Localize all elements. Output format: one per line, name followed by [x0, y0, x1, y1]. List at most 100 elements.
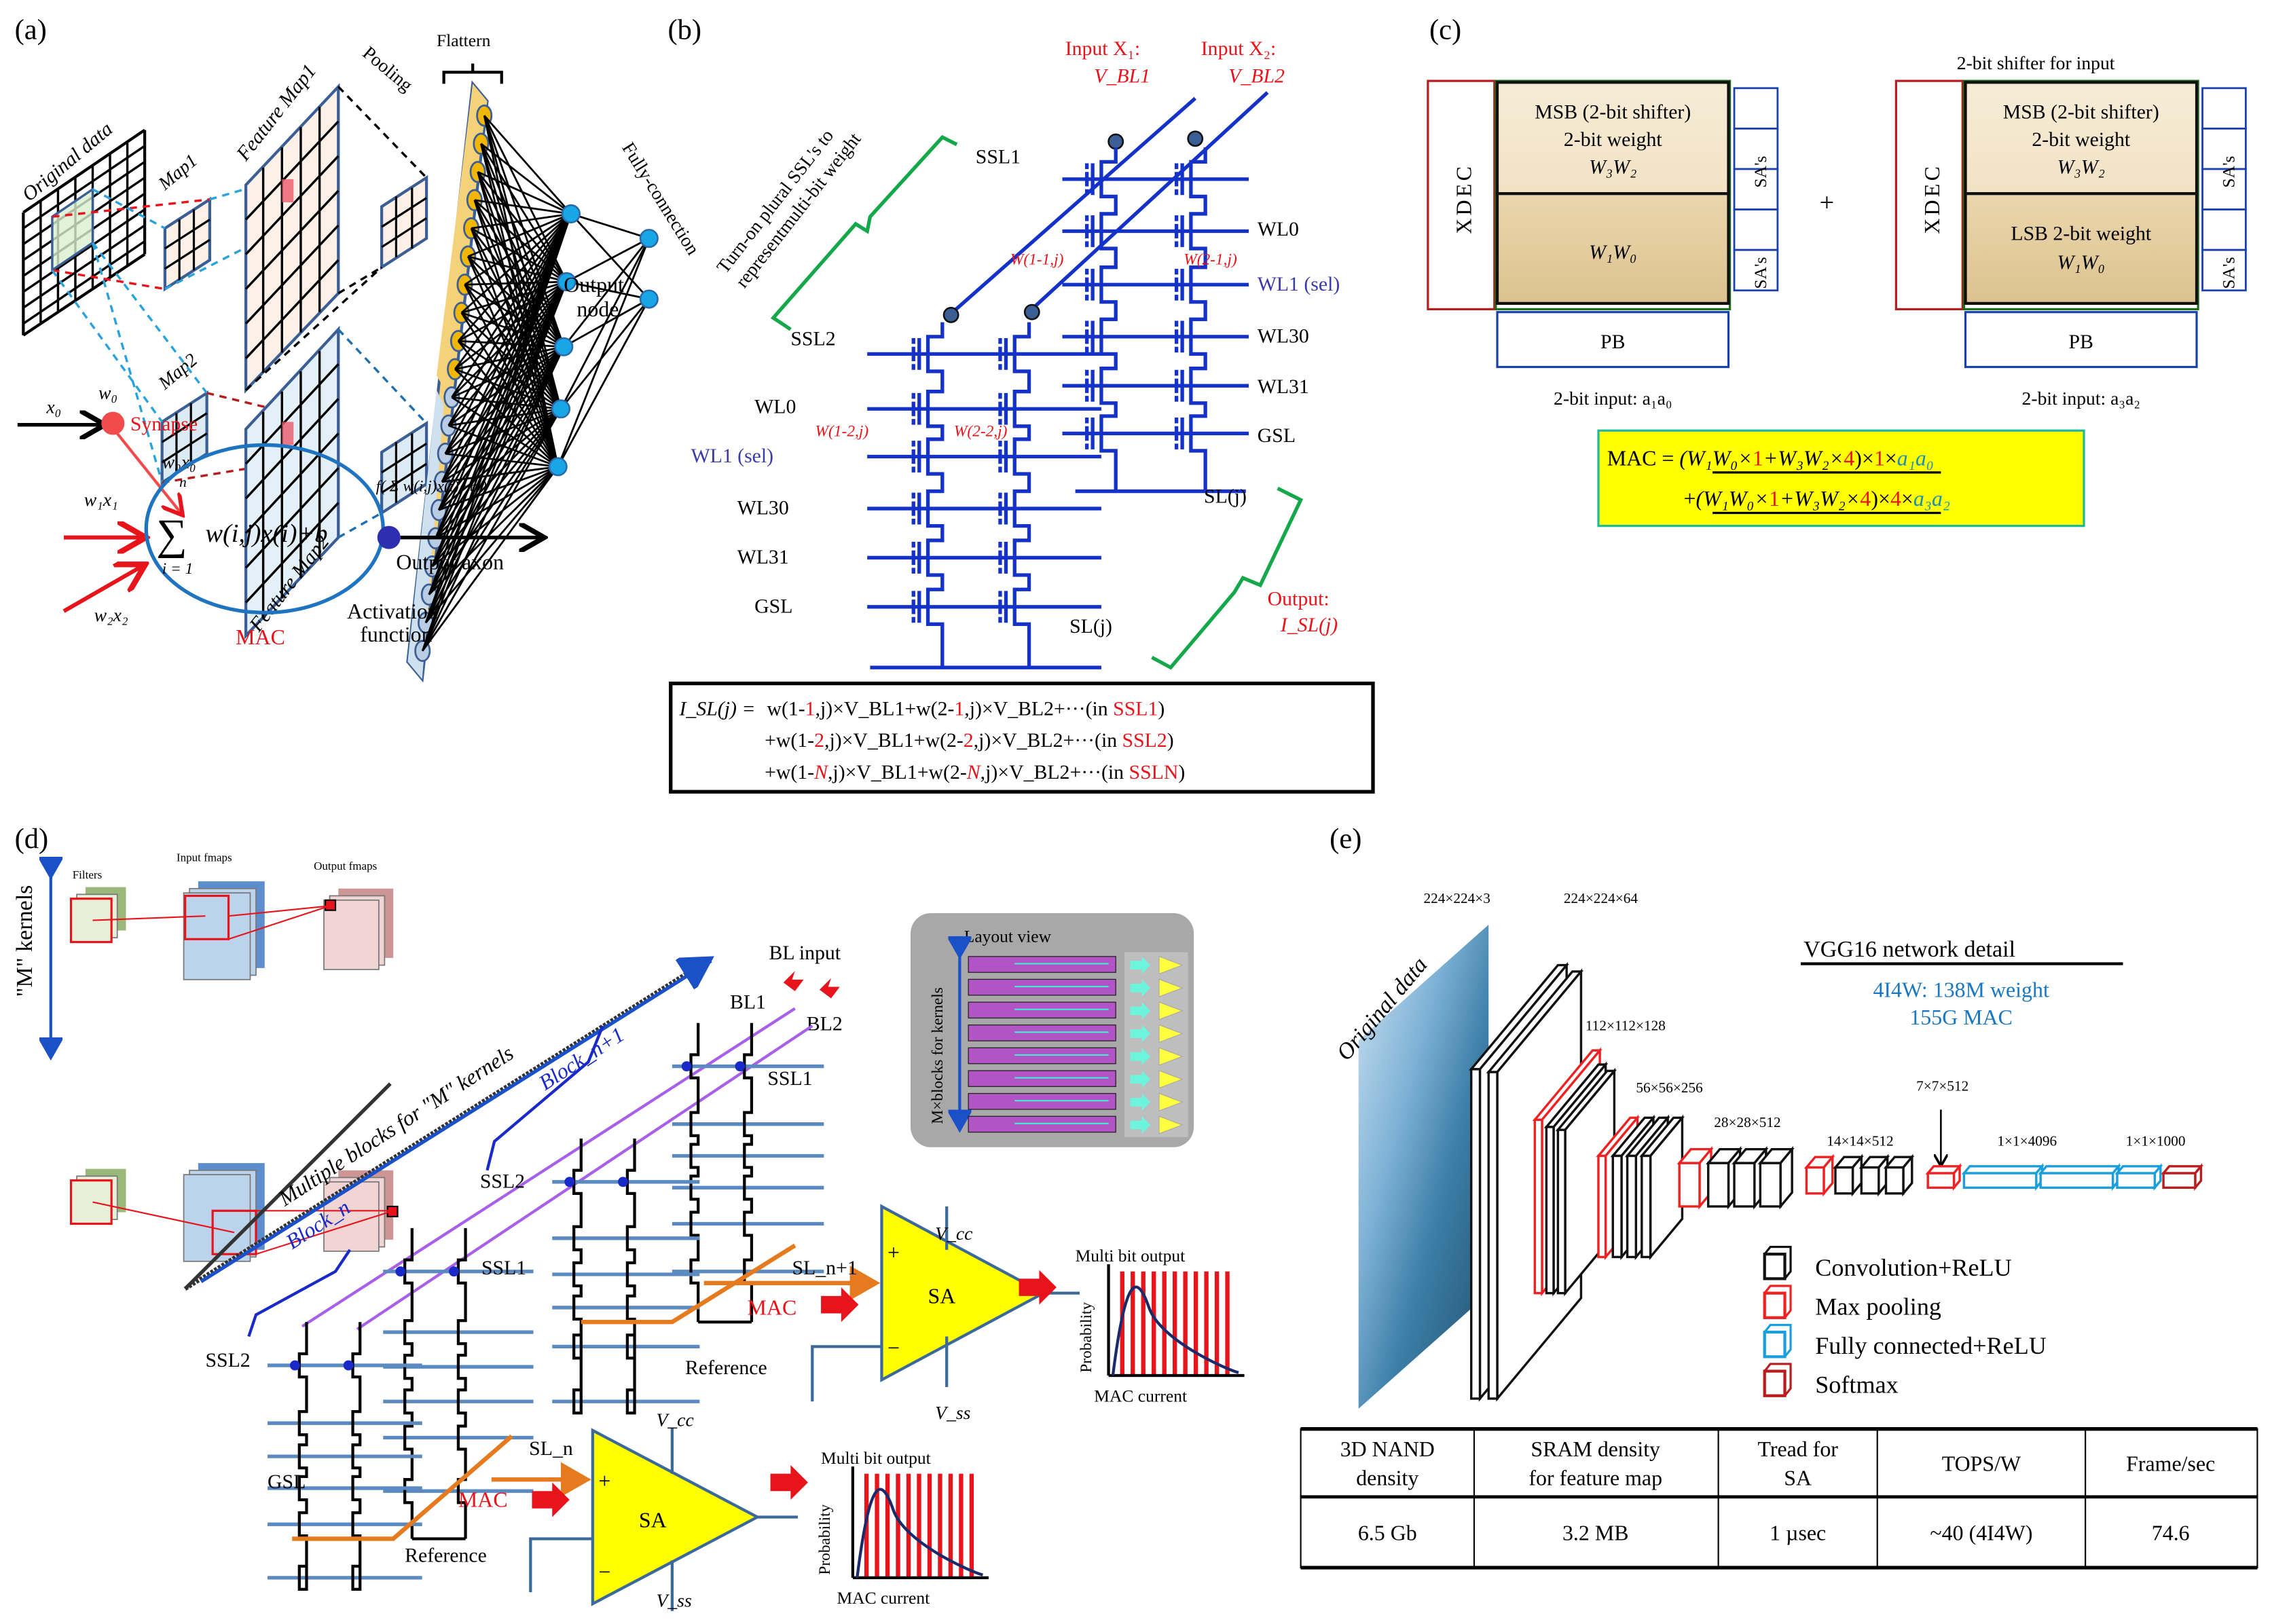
hist-axes — [1107, 1264, 1245, 1378]
weight-w12: W(1-2,j) — [816, 423, 869, 441]
fc-edge — [483, 115, 572, 215]
legend-label: Fully connected+ReLU — [1815, 1332, 2047, 1359]
msb-text-1: MSB (2-bit shifter) — [1535, 101, 1691, 124]
legend-swatch-back — [1763, 1323, 1792, 1358]
fully-connection-label: Fully-connection — [618, 139, 704, 259]
fc-edge — [457, 213, 572, 342]
table-cell: 6.5 Gb — [1358, 1521, 1417, 1545]
array-block-right: XDEC MSB (2-bit shifter) 2-bit weight W₃… — [1894, 79, 2247, 409]
vss-label: V_ss — [656, 1589, 691, 1610]
msb-text-3: W₃W₂ — [2057, 155, 2105, 178]
layout-sa — [1158, 1115, 1184, 1134]
fc-edge — [560, 238, 651, 409]
pb-label: PB — [1600, 331, 1625, 353]
layout-view-label: Layout view — [964, 927, 1052, 946]
input-label: 2-bit input: a₃a₂ — [2022, 388, 2140, 409]
conv-link — [228, 905, 330, 917]
layer-front — [1962, 1172, 2038, 1189]
ssl-contact — [564, 1177, 575, 1187]
table-header: 3D NAND — [1340, 1437, 1435, 1461]
hist-bar — [1172, 1271, 1177, 1376]
m-kernels-label: "M" kernels — [12, 885, 37, 997]
table-cell: 1 µsec — [1770, 1521, 1826, 1545]
hist-bar — [875, 1473, 879, 1578]
legend-item: Softmax — [1763, 1363, 1899, 1399]
vcc-label: V_cc — [935, 1223, 972, 1244]
fc-edge — [560, 298, 650, 410]
xdec-box — [1427, 79, 1496, 311]
eq-line-3: +w(1-N,j)×V_BL1+w(2-N,j)×V_BL2+···(in SS… — [765, 761, 1185, 783]
vcc-label: V_cc — [656, 1409, 693, 1430]
hist-bar — [1131, 1271, 1135, 1376]
vgg-line-1: 4I4W: 138M weight — [1873, 978, 2049, 1001]
w1x1-label: w₁x₁ — [84, 489, 118, 510]
dim-label: 112×112×128 — [1586, 1017, 1666, 1033]
fc-edge — [437, 213, 572, 511]
map1-label: Map1 — [153, 149, 201, 194]
table-header: SA — [1784, 1466, 1812, 1490]
layer-front — [1626, 1154, 1638, 1259]
flattern-bracket — [442, 63, 503, 84]
d-bitlines — [301, 1007, 813, 1331]
table-header: for feature map — [1528, 1466, 1662, 1490]
fc-edge — [451, 281, 568, 399]
ssl-bracket — [770, 134, 958, 331]
msb-text-1: MSB (2-bit shifter) — [2003, 101, 2159, 124]
nand-string — [689, 1022, 700, 1323]
pooling-label: Pooling — [359, 42, 417, 96]
multi-bit-output-label: Multi bit output — [1076, 1246, 1186, 1266]
layer-front — [1707, 1162, 1730, 1208]
mac-line-1: MAC = (W₁W₀×1+W₃W₂×4)×1×a₁a₀ — [1607, 446, 1934, 470]
original-data-grid — [22, 128, 147, 337]
input-x2-label: Input X₂: — [1201, 37, 1276, 60]
dim-label: 28×28×512 — [1714, 1114, 1780, 1130]
mac-arrow-icon — [532, 1482, 570, 1517]
dim-label: 7×7×512 — [1916, 1078, 1968, 1094]
pooling-connectors — [244, 86, 428, 539]
synapse-dot — [101, 411, 125, 435]
fc-edge — [471, 213, 572, 229]
dim-label: 14×14×512 — [1827, 1133, 1893, 1149]
nand-string — [572, 1138, 583, 1415]
legend-swatch — [1763, 1330, 1787, 1359]
m-blocks-label: M×blocks for kernels — [929, 987, 947, 1124]
fc-edge — [431, 213, 572, 567]
ssl2-label: SSL2 — [790, 328, 835, 350]
fc-edge — [570, 213, 650, 240]
fc-edge — [454, 280, 568, 370]
panel-e: (e) Original data 224×224×3 224×224×64 1… — [1300, 823, 2258, 1570]
layout-sa — [1158, 1092, 1184, 1111]
fc-edge — [477, 170, 572, 215]
layout-sa-panel — [1124, 952, 1188, 1137]
ssl1-label: SSL1 — [976, 145, 1021, 168]
layer-front — [1759, 1162, 1782, 1208]
vss-label: V_ss — [935, 1402, 970, 1423]
hist-bar — [1183, 1271, 1188, 1376]
layer-front — [1926, 1172, 1956, 1189]
lsb-array — [1964, 192, 2199, 306]
output-node-label-2: node — [576, 297, 619, 321]
output-node-label-1: Output — [564, 273, 624, 297]
fc-edge — [474, 199, 572, 215]
pb-label: PB — [2069, 331, 2093, 353]
legend-swatch — [1763, 1291, 1787, 1319]
fmap-front — [183, 892, 251, 980]
hist-bar — [969, 1473, 974, 1578]
sa-label-bottom: SA's — [1751, 257, 1770, 289]
ssl2-upper-label: SSL2 — [480, 1170, 525, 1192]
nand-string — [1189, 147, 1207, 492]
panel-b: (b) Input X₁: V_BL1 Input X₂: V_BL2 Turn… — [667, 14, 1375, 794]
ssl2-lower-label: SSL2 — [205, 1349, 250, 1371]
wl-label: WL30 — [737, 497, 789, 519]
ssl-contact — [681, 1061, 692, 1071]
conv-stacks — [69, 881, 399, 1262]
vgg-title: VGG16 network detail — [1803, 937, 2015, 962]
layer-front — [1834, 1166, 1854, 1195]
bit-lines — [948, 91, 1269, 316]
table-header: SRAM density — [1531, 1437, 1660, 1461]
mac-label: MAC — [458, 1488, 508, 1512]
fc-edge — [424, 281, 568, 623]
fmap-front — [183, 1174, 251, 1262]
sa-label: SA — [928, 1285, 956, 1308]
dim-label: 1×1×4096 — [1997, 1133, 2057, 1149]
